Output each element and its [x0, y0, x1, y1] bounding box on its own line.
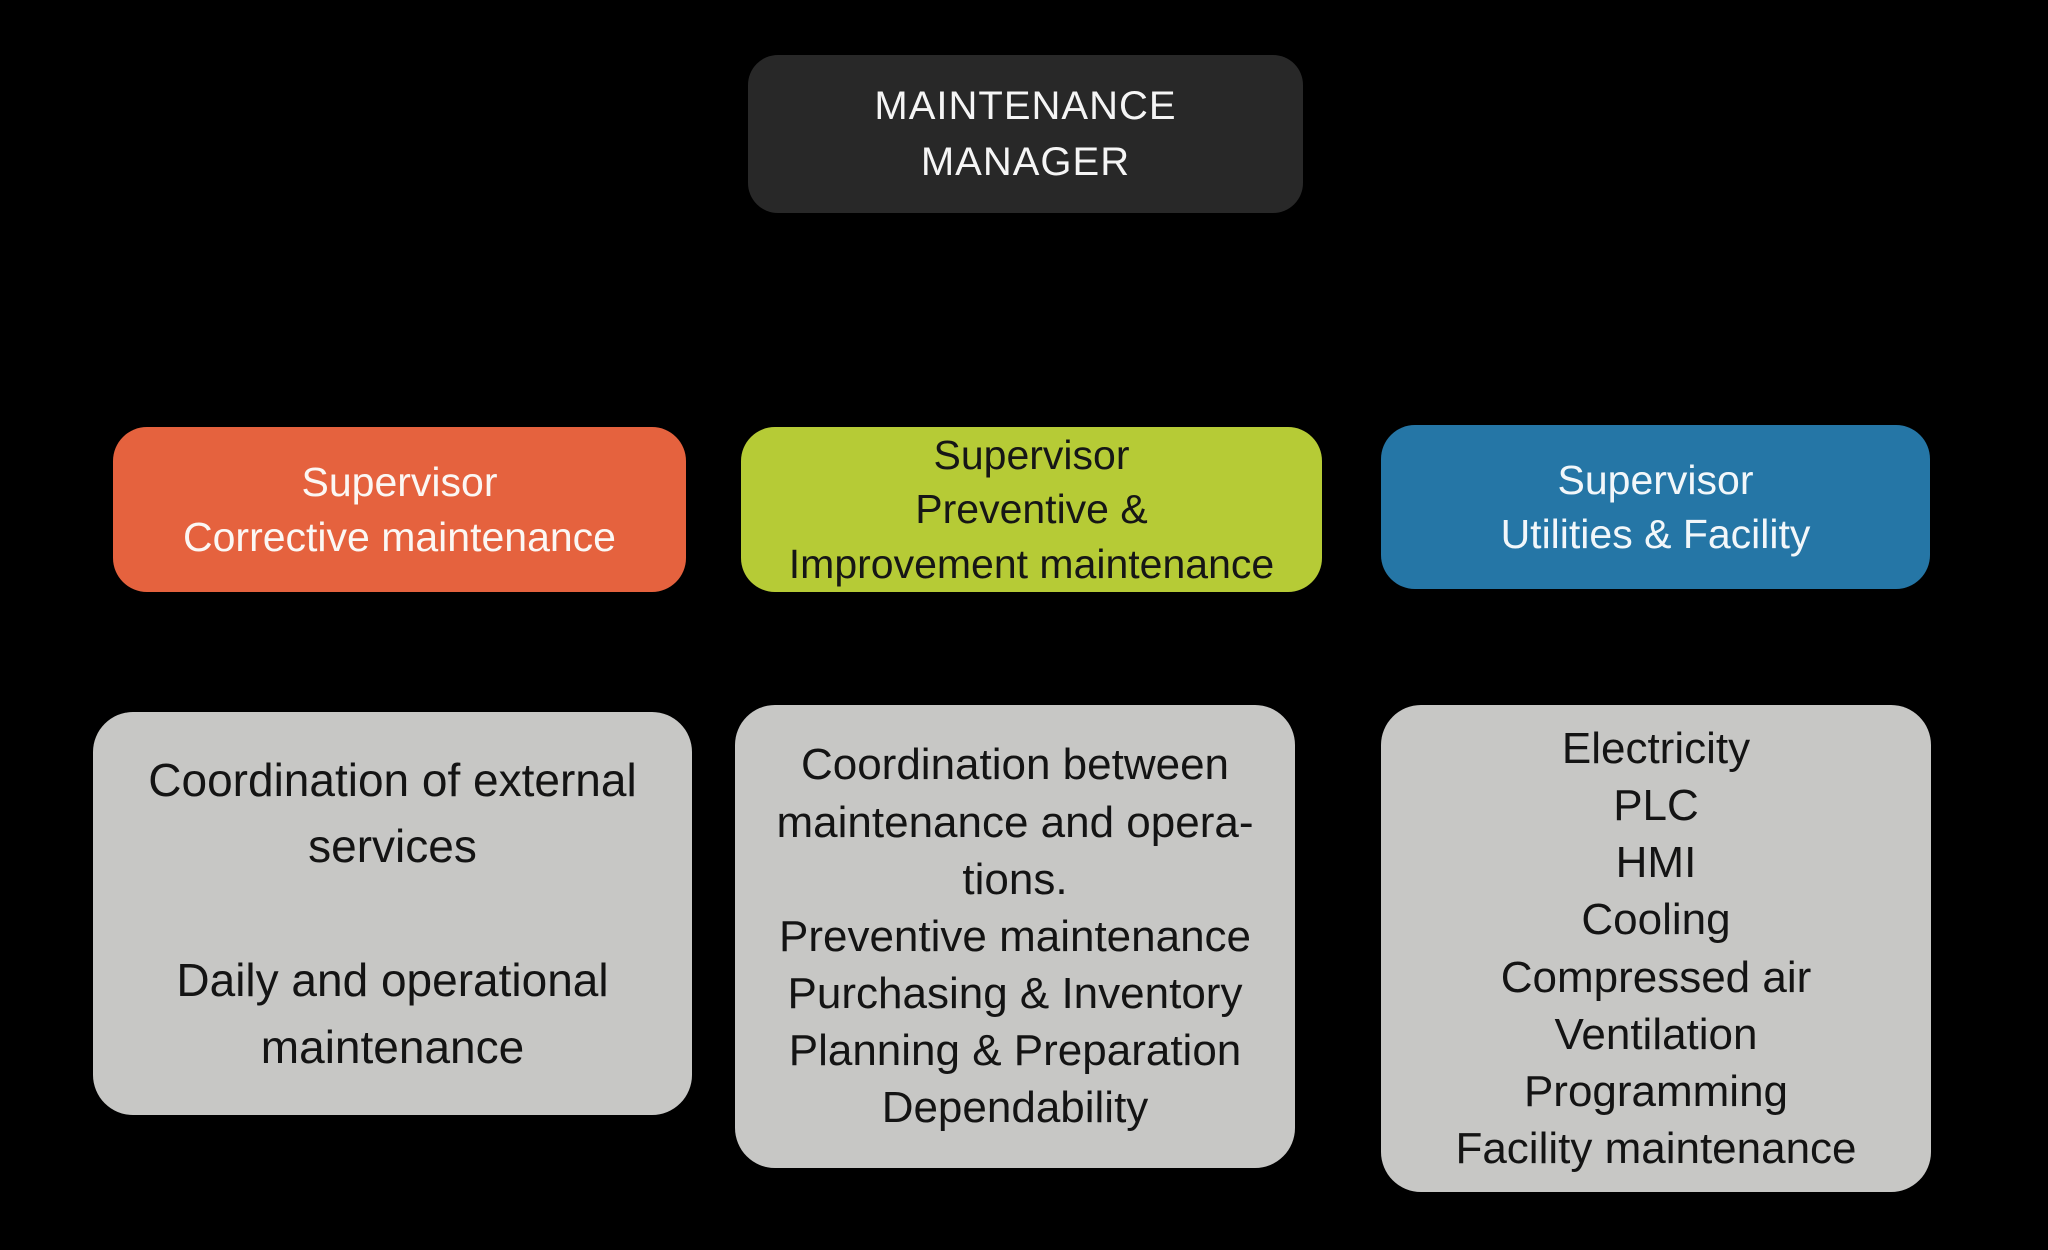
- supervisor-preventive-improvement-box: Supervisor Preventive & Improvement main…: [741, 427, 1322, 592]
- supervisor-corrective-maintenance-box: Supervisor Corrective maintenance: [113, 427, 686, 592]
- maintenance-manager-box: MAINTENANCE MANAGER: [748, 55, 1303, 213]
- duties-corrective-maintenance-box: Coordination of external services Daily …: [93, 712, 692, 1115]
- duties-utilities-facility-box: Electricity PLC HMI Cooling Compressed a…: [1381, 705, 1931, 1192]
- supervisor-utilities-facility-box: Supervisor Utilities & Facility: [1381, 425, 1930, 589]
- duties-preventive-improvement-box: Coordination between maintenance and ope…: [735, 705, 1295, 1168]
